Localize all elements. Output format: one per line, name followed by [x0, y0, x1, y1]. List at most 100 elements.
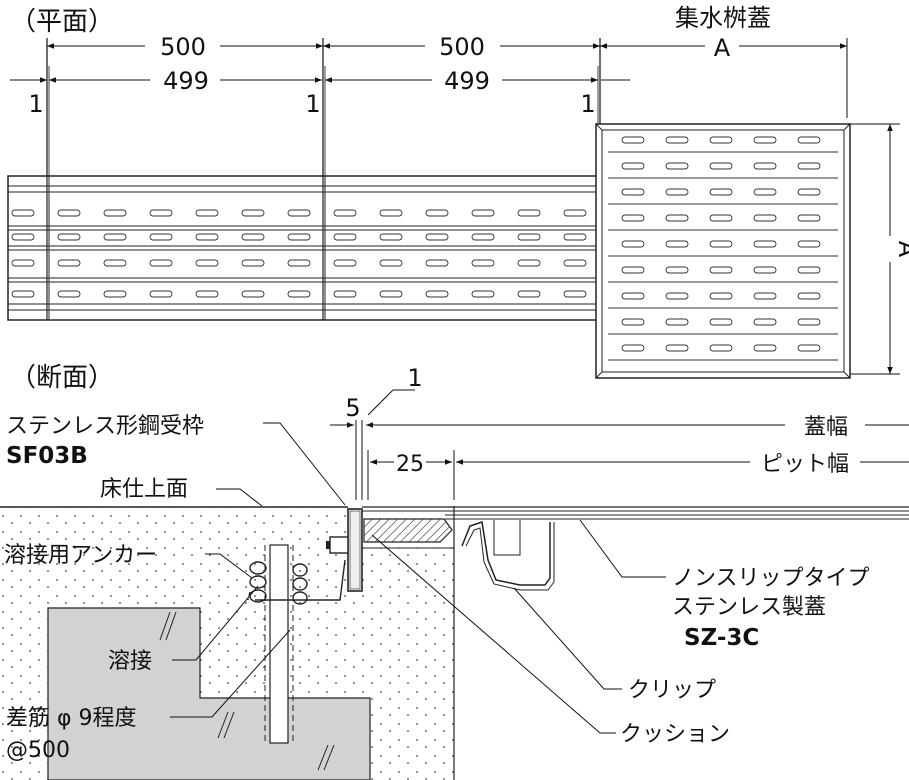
grating-slot: [517, 209, 541, 217]
grating-slot: [103, 209, 127, 217]
grating-slot: [241, 209, 265, 217]
dim-25: 25: [396, 452, 424, 477]
basin-slot: [709, 240, 733, 248]
grating-slot: [471, 259, 495, 267]
grating-slot: [517, 259, 541, 267]
basin-slot: [797, 240, 821, 248]
grating-slot: [195, 209, 219, 217]
basin-slot: [665, 162, 689, 170]
grating-slot: [333, 259, 357, 267]
grating-slot: [425, 259, 449, 267]
grating-slot: [241, 233, 265, 241]
frame-model: SF03B: [6, 443, 88, 469]
dim-500-left: 500: [160, 33, 206, 61]
grating-slot: [11, 290, 35, 298]
grating-slot: [103, 290, 127, 298]
clip-label: クリップ: [628, 678, 716, 703]
basin-slot: [665, 214, 689, 222]
basin-slot: [797, 318, 821, 326]
basin-slot: [665, 292, 689, 300]
basin-slot: [665, 188, 689, 196]
basin-slot: [621, 162, 645, 170]
basin-slot: [621, 136, 645, 144]
dim-500-right: 500: [439, 33, 485, 61]
plan-title: （平面）: [10, 7, 114, 37]
basin-slot: [753, 188, 777, 196]
lid-width-label: 蓋幅: [804, 415, 848, 440]
stainless-frame: [326, 508, 363, 592]
grating-slot: [57, 259, 81, 267]
grating-slot: [471, 290, 495, 298]
basin-slot: [797, 266, 821, 274]
grating-slot: [149, 290, 173, 298]
basin-slot: [665, 344, 689, 352]
basin-slot: [665, 266, 689, 274]
grating-slot: [563, 233, 587, 241]
basin-slot: [621, 240, 645, 248]
basin-slot: [621, 318, 645, 326]
dim-a-side: A: [893, 241, 909, 258]
grating-slot: [379, 290, 403, 298]
grating-slot: [195, 233, 219, 241]
grating-slot: [195, 259, 219, 267]
basin-slot: [621, 266, 645, 274]
grating-slot: [103, 233, 127, 241]
cover-model: SZ-3C: [684, 625, 759, 651]
grating-slot: [379, 233, 403, 241]
basin-slot: [665, 318, 689, 326]
dim-5-section: 5: [345, 394, 360, 422]
dim-499-left: 499: [163, 67, 209, 95]
rebar-pitch: @500: [6, 738, 70, 763]
grating-slot: [517, 290, 541, 298]
dim-a-top: A: [714, 34, 731, 62]
basin-bars: [608, 136, 838, 361]
basin-slot: [709, 136, 733, 144]
basin-slot: [753, 240, 777, 248]
cover-label-2: ステンレス製蓋: [672, 595, 826, 620]
grating-slot: [149, 209, 173, 217]
frame-label: ステンレス形鋼受枠: [6, 414, 204, 439]
grating-slot: [379, 259, 403, 267]
basin-slot: [753, 318, 777, 326]
basin-slot: [797, 344, 821, 352]
grating-slot: [241, 290, 265, 298]
section-title: （断面）: [10, 363, 114, 393]
grating-slot: [563, 290, 587, 298]
basin-slot: [621, 292, 645, 300]
grating-slot: [57, 290, 81, 298]
basin-slot: [753, 266, 777, 274]
dim-1-c: 1: [580, 90, 595, 118]
structural-slab: [47, 607, 371, 780]
grating-slot: [103, 259, 127, 267]
grating-slot: [425, 209, 449, 217]
basin-slot: [709, 292, 733, 300]
basin-slot: [797, 188, 821, 196]
grating-slot: [287, 209, 311, 217]
basin-slot: [709, 344, 733, 352]
grating-slot: [333, 233, 357, 241]
grating-slot: [517, 233, 541, 241]
grating-slot: [195, 290, 219, 298]
dim-1-a: 1: [28, 90, 43, 118]
grating-slot: [11, 259, 35, 267]
grating-slot: [57, 233, 81, 241]
basin-slot: [621, 188, 645, 196]
catch-basin-cover: [595, 123, 851, 379]
dim-499-right: 499: [444, 67, 490, 95]
grating-slot: [11, 233, 35, 241]
floor-label: 床仕上面: [100, 477, 188, 502]
dim-1-b: 1: [305, 90, 320, 118]
basin-slot: [709, 214, 733, 222]
grating-slot: [471, 233, 495, 241]
basin-slot: [797, 136, 821, 144]
basin-slot: [753, 344, 777, 352]
grating-strip: [7, 175, 601, 321]
grating-slot: [241, 259, 265, 267]
grating-slot: [57, 209, 81, 217]
basin-slot: [797, 292, 821, 300]
basin-slot: [621, 214, 645, 222]
grating-slot: [287, 259, 311, 267]
pit-width-label: ピット幅: [761, 452, 849, 477]
